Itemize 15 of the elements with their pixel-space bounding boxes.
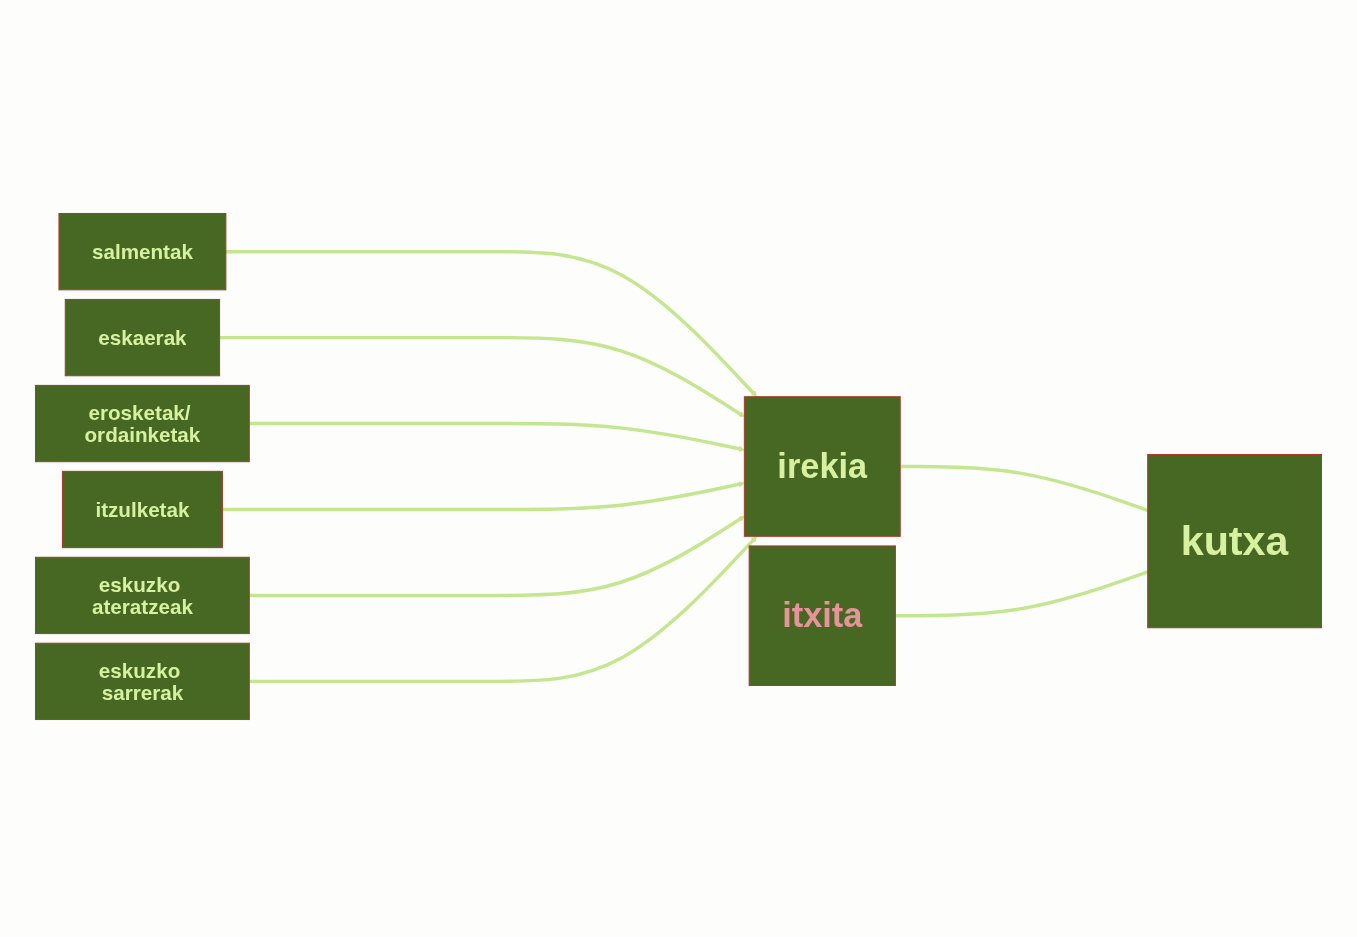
node-box: itxita: [748, 545, 896, 686]
arrow: [219, 335, 745, 417]
node-box: irekia: [743, 396, 901, 537]
arrow: [225, 249, 758, 397]
node-box: eskuzko sarrerak: [35, 642, 250, 721]
node-box: erosketak/ ordainketak: [35, 384, 250, 463]
node-box: salmentak: [58, 212, 227, 291]
arrow: [249, 421, 745, 452]
arrow: [222, 481, 745, 512]
arrow: [249, 516, 745, 598]
node-box: eskaerak: [64, 298, 221, 377]
node-box: itzulketak: [61, 470, 223, 549]
arrow: [249, 536, 758, 684]
node-box: eskuzko ateratzeak: [35, 556, 250, 635]
node-box: kutxa: [1147, 453, 1322, 629]
